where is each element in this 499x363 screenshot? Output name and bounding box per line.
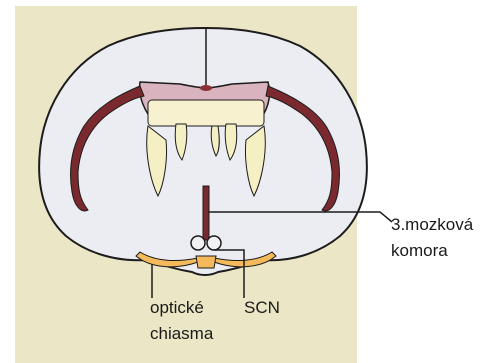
scn-label: SCN — [244, 295, 280, 321]
optic-chiasm-label-line1: optické — [150, 295, 213, 321]
scn-left-nucleus — [191, 236, 205, 250]
third-ventricle-label-line2: komora — [391, 238, 473, 264]
third-ventricle-label: 3.mozková komora — [391, 212, 473, 264]
upper-core — [148, 100, 264, 126]
optic-chiasm-label: optické chiasma — [150, 295, 213, 347]
midline-dot — [200, 85, 212, 91]
optic-chiasm-label-line2: chiasma — [150, 321, 213, 347]
scn-right-nucleus — [207, 236, 221, 250]
third-ventricle — [203, 186, 209, 240]
optic-chiasm-center — [196, 256, 216, 268]
third-ventricle-label-line1: 3.mozková — [391, 212, 473, 238]
